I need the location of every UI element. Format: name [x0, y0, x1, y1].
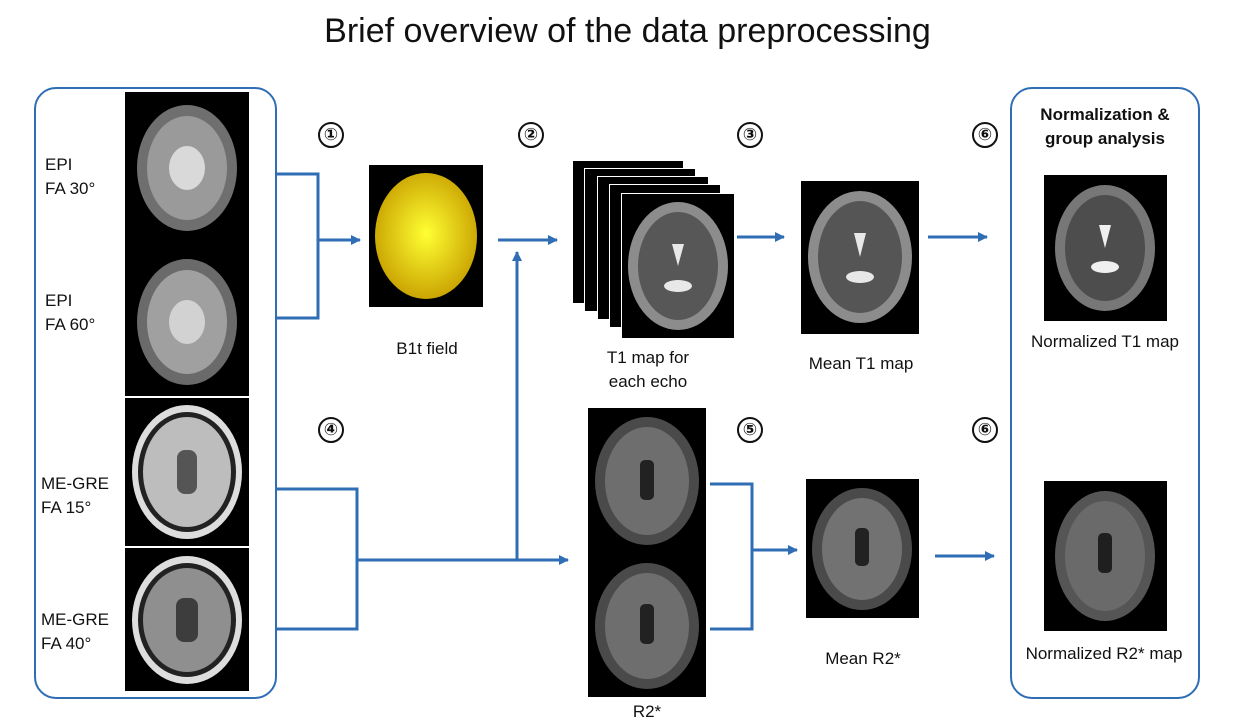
normalized-r2star-image	[1044, 481, 1167, 631]
normalization-group-title: Normalization &group analysis	[1040, 105, 1170, 148]
megre-bracket	[275, 487, 359, 631]
epi-fa30-image	[125, 92, 249, 244]
step-2-marker: ②	[518, 122, 544, 148]
mean-t1-image	[801, 181, 919, 334]
normalized-t1-image	[1044, 175, 1167, 321]
normalization-box	[1010, 87, 1200, 699]
step-4-marker: ④	[318, 417, 344, 443]
step-5-marker: ⑤	[737, 417, 763, 443]
step-3-marker: ③	[737, 122, 763, 148]
megre-fa15-image	[125, 398, 249, 546]
input-scans-box	[34, 87, 277, 699]
b1t-field-label: B1t field	[396, 339, 458, 358]
t1-each-echo-image	[621, 193, 735, 339]
r2star-bracket	[710, 482, 754, 631]
page-title: Brief overview of the data preprocessing	[324, 12, 931, 50]
step-6-marker-bottom: ⑥	[972, 417, 998, 443]
megre-fa40-image	[125, 548, 249, 691]
step-6-marker-top: ⑥	[972, 122, 998, 148]
step-1-marker: ①	[318, 122, 344, 148]
epi-bracket	[275, 172, 320, 320]
mean-t1-label: Mean T1 map	[808, 354, 914, 373]
normalized-r2star-label: Normalized R2* map	[1025, 644, 1183, 663]
mean-r2star-label: Mean R2*	[825, 649, 901, 668]
mean-r2star-image	[806, 479, 919, 618]
r2star-label: R2*	[632, 702, 662, 721]
r2star-image-2	[588, 554, 706, 697]
b1t-field-image	[369, 165, 483, 307]
normalized-t1-label: Normalized T1 map	[1030, 332, 1180, 351]
r2star-image-1	[588, 408, 706, 554]
epi-fa60-image	[125, 244, 249, 396]
